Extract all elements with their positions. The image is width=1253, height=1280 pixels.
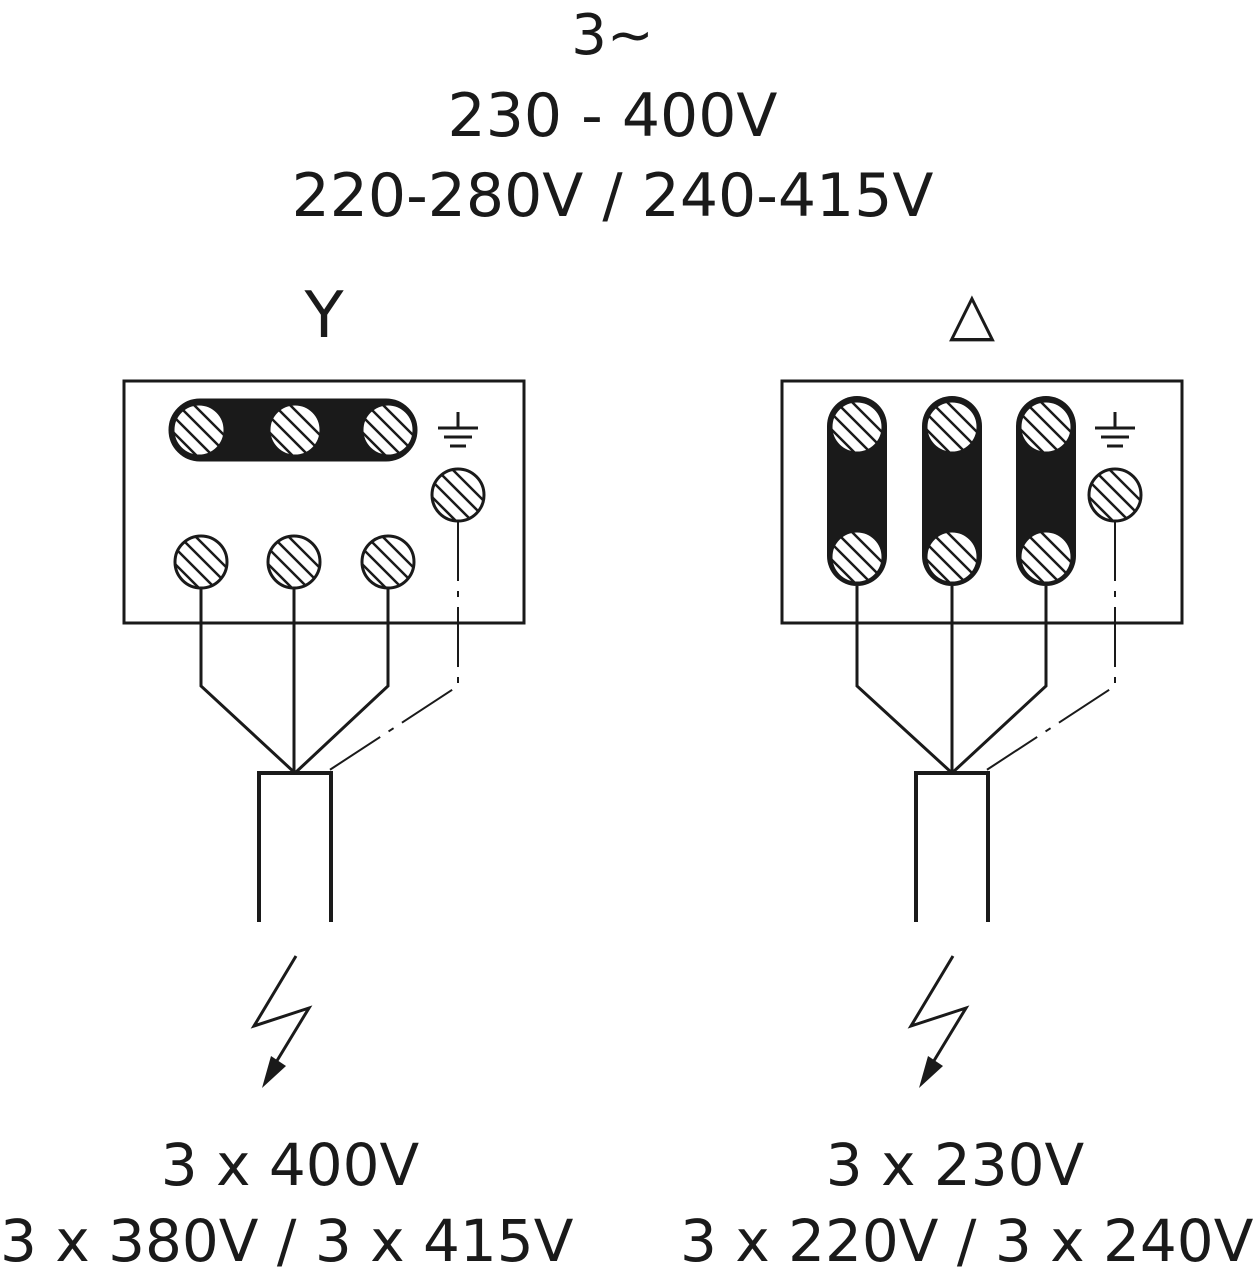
lightning-arrow-icon bbox=[250, 955, 313, 1088]
delta-voltage-alt-label: 3 x 220V / 3 x 240V bbox=[680, 1207, 1253, 1275]
star-wires bbox=[199, 521, 459, 775]
wiring-diagram bbox=[122, 379, 1184, 1088]
terminal-screw-icon bbox=[1077, 461, 1149, 533]
terminal-screw-icon bbox=[420, 461, 492, 533]
voltage-range-alt-label: 220-280V / 240-415V bbox=[291, 161, 934, 231]
delta-terminal-box bbox=[780, 379, 1184, 625]
ground-icon bbox=[436, 410, 480, 448]
star-terminal-box bbox=[122, 379, 526, 625]
star-voltage-alt-label: 3 x 380V / 3 x 415V bbox=[0, 1207, 574, 1275]
terminal-screw-icon bbox=[350, 528, 422, 600]
delta-wires bbox=[855, 521, 1116, 775]
voltage-range-label: 230 - 400V bbox=[447, 81, 778, 151]
delta-voltage-label: 3 x 230V bbox=[825, 1131, 1085, 1199]
terminal-screw-icon bbox=[256, 528, 328, 600]
star-symbol: Y bbox=[304, 279, 344, 353]
lightning-arrow-icon bbox=[907, 955, 970, 1088]
ground-icon bbox=[1093, 410, 1137, 448]
cable-icon bbox=[257, 771, 333, 922]
phase-label: 3~ bbox=[571, 3, 654, 68]
terminal-screw-icon bbox=[163, 528, 235, 600]
cable-icon bbox=[914, 771, 990, 922]
delta-symbol: △ bbox=[948, 279, 996, 349]
star-voltage-label: 3 x 400V bbox=[160, 1131, 420, 1199]
